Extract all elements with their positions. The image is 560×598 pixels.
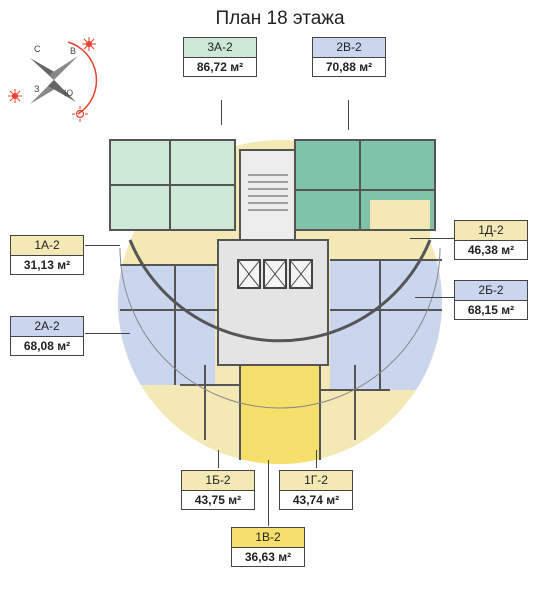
unit-label-1d2[interactable]: 1Д-2 46,38 м² bbox=[454, 220, 528, 260]
floor-plan-drawing bbox=[109, 139, 442, 464]
unit-area: 70,88 м² bbox=[325, 60, 373, 74]
unit-name: 2В-2 bbox=[313, 38, 385, 58]
leader-1a2 bbox=[85, 245, 120, 246]
compass-star-icon bbox=[30, 56, 78, 104]
unit-area: 68,15 м² bbox=[467, 303, 515, 317]
sun-icon-bottom bbox=[72, 106, 88, 122]
unit-label-2v2[interactable]: 2В-2 70,88 м² bbox=[312, 37, 386, 77]
leader-1v2 bbox=[268, 460, 269, 526]
leader-1d2 bbox=[410, 238, 454, 239]
compass-east: В bbox=[70, 46, 76, 56]
unit-2a2-area bbox=[118, 265, 215, 385]
leader-2b2 bbox=[415, 297, 454, 298]
unit-1v2-area bbox=[240, 360, 320, 464]
compass-north: С bbox=[34, 44, 41, 54]
compass-west: З bbox=[34, 84, 39, 94]
unit-label-1v2[interactable]: 1В-2 36,63 м² bbox=[231, 527, 305, 567]
compass-south: Ю bbox=[64, 88, 73, 98]
unit-area: 43,75 м² bbox=[194, 493, 242, 507]
unit-area: 68,08 м² bbox=[23, 339, 71, 353]
unit-label-3a2[interactable]: 3А-2 86,72 м² bbox=[183, 37, 257, 77]
unit-name: 2Б-2 bbox=[455, 281, 527, 301]
unit-name: 1А-2 bbox=[11, 236, 83, 256]
unit-name: 1Д-2 bbox=[455, 221, 527, 241]
unit-name: 1Г-2 bbox=[280, 471, 352, 491]
unit-area: 36,63 м² bbox=[244, 550, 292, 564]
sun-icon-top bbox=[82, 37, 96, 51]
unit-area: 43,74 м² bbox=[292, 493, 340, 507]
leader-2v2 bbox=[348, 100, 349, 130]
elevator-core bbox=[217, 239, 329, 366]
leader-3a2 bbox=[221, 100, 222, 125]
stair-core bbox=[239, 149, 296, 241]
unit-name: 1В-2 bbox=[232, 528, 304, 548]
unit-area: 86,72 м² bbox=[196, 60, 244, 74]
leader-1g2 bbox=[316, 450, 317, 468]
unit-area: 31,13 м² bbox=[23, 258, 71, 272]
outer-wall-arc bbox=[128, 239, 432, 343]
unit-name: 1Б-2 bbox=[182, 471, 254, 491]
unit-label-2a2[interactable]: 2А-2 68,08 м² bbox=[10, 316, 84, 356]
unit-label-2b2[interactable]: 2Б-2 68,15 м² bbox=[454, 280, 528, 320]
unit-area: 46,38 м² bbox=[467, 243, 515, 257]
stairs-icon bbox=[248, 174, 288, 211]
floor-plan-title: План 18 этажа bbox=[215, 8, 345, 29]
interior-walls bbox=[109, 139, 442, 460]
unit-label-1b2[interactable]: 1Б-2 43,75 м² bbox=[181, 470, 255, 510]
unit-label-1g2[interactable]: 1Г-2 43,74 м² bbox=[279, 470, 353, 510]
unit-name: 3А-2 bbox=[184, 38, 256, 58]
sun-icon-left bbox=[8, 89, 22, 103]
elevator-cross-icons bbox=[237, 259, 313, 289]
leader-1b2 bbox=[218, 450, 219, 468]
unit-name: 2А-2 bbox=[11, 317, 83, 337]
leader-2a2 bbox=[85, 333, 130, 334]
compass-rose: С В З Ю bbox=[8, 37, 98, 122]
unit-label-1a2[interactable]: 1А-2 31,13 м² bbox=[10, 235, 84, 275]
